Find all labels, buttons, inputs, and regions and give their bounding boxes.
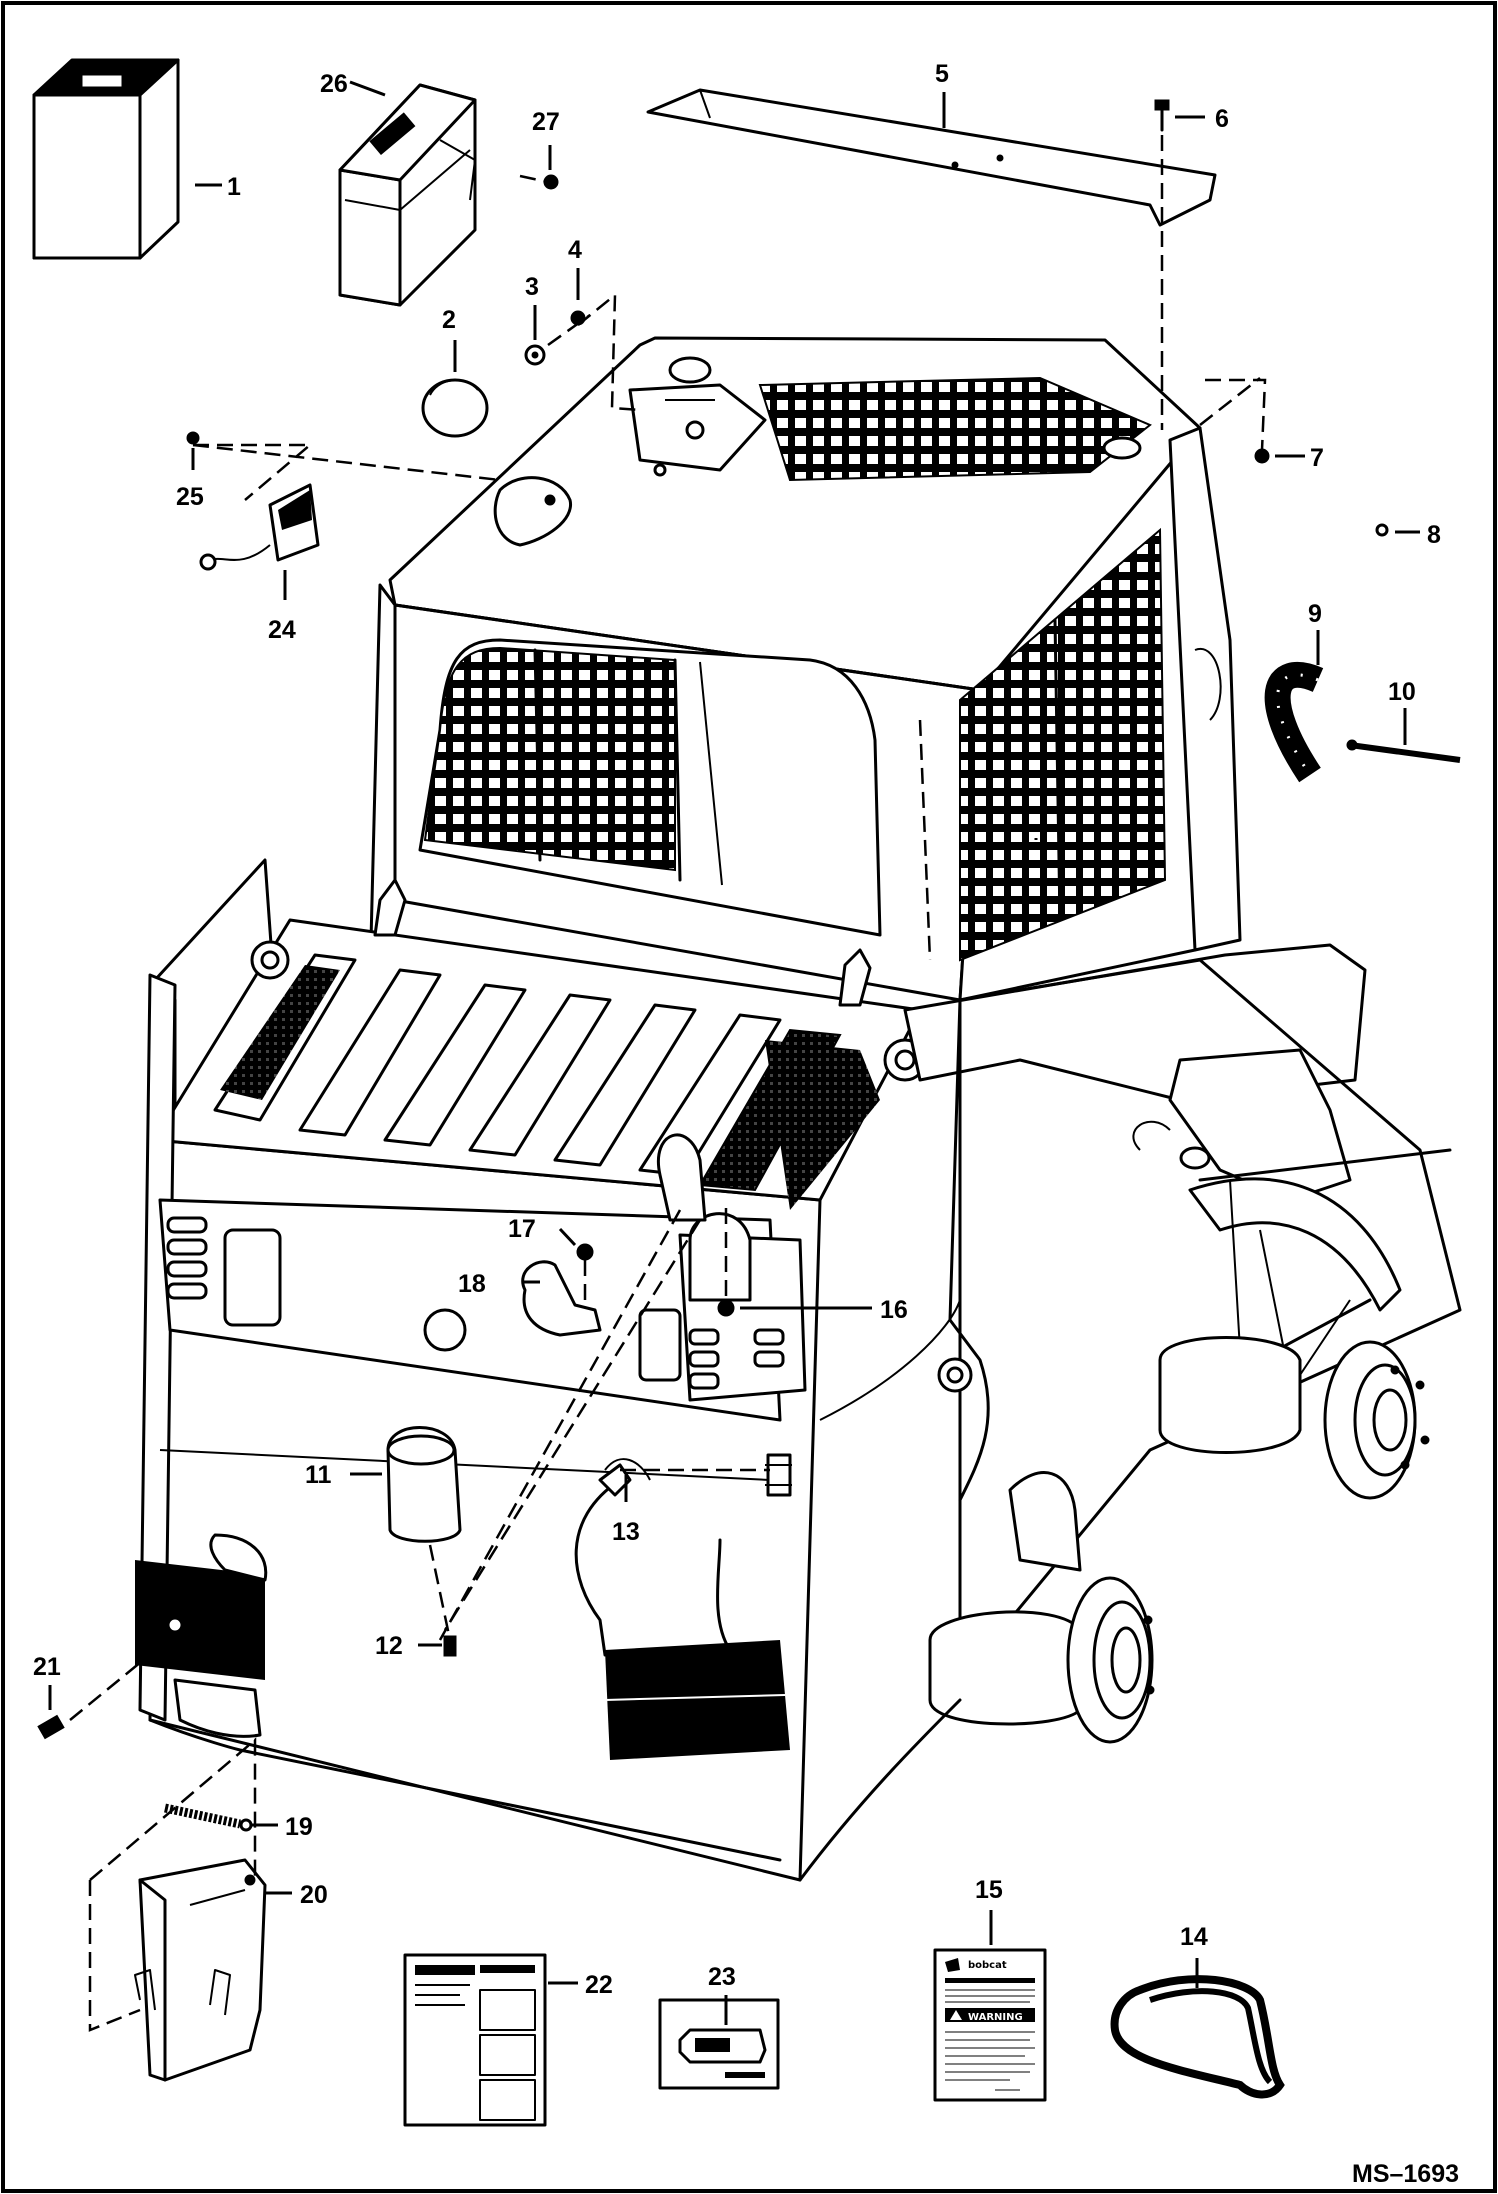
- callout-18: 18: [458, 1270, 486, 1298]
- part-27-screw: [519, 174, 559, 190]
- callout-14: 14: [1180, 1923, 1208, 1951]
- part-2-plug: [421, 378, 489, 438]
- part-8-nut: [1375, 523, 1389, 537]
- callout-22: 22: [585, 1971, 613, 1999]
- part-21-bolt: [37, 1714, 65, 1740]
- part-26-canister: [338, 83, 477, 307]
- callout-7: 7: [1310, 444, 1324, 472]
- axle-hub-upper: [1158, 1336, 1430, 1500]
- callout-8: 8: [1427, 521, 1441, 549]
- part-23-decal: [658, 1998, 780, 2090]
- callout-16: 16: [880, 1296, 908, 1324]
- callout-4: 4: [568, 236, 582, 264]
- callout-27: 27: [532, 108, 560, 136]
- lift-arm-axles: [798, 943, 1462, 1882]
- callout-19: 19: [285, 1813, 313, 1841]
- callout-3: 3: [525, 273, 539, 301]
- part-12-bolt: [443, 1635, 457, 1657]
- callout-15: 15: [975, 1876, 1003, 1904]
- part-19-spring: [164, 1803, 253, 1832]
- part-6-bolt: [1154, 99, 1170, 132]
- callout-20: 20: [300, 1881, 328, 1909]
- part-11-cover: [386, 1426, 462, 1543]
- callout-23: 23: [708, 1963, 736, 1991]
- part-24-light: [199, 483, 320, 571]
- part-1-battery-box: [32, 58, 180, 260]
- callout-10: 10: [1388, 678, 1416, 706]
- callout-5: 5: [935, 60, 949, 88]
- part-18-bracket: [521, 1260, 602, 1337]
- decal-15-brand: bobcat: [968, 1960, 1007, 1971]
- figure-reference: MS–1693: [1352, 2160, 1459, 2188]
- callout-6: 6: [1215, 105, 1229, 133]
- callout-1: 1: [227, 173, 241, 201]
- callout-17: 17: [508, 1215, 536, 1243]
- axle-hub-lower: [928, 1576, 1155, 1744]
- part-3-washer: [524, 344, 546, 366]
- callout-26: 26: [320, 70, 348, 98]
- callout-12: 12: [375, 1632, 403, 1660]
- part-20-guard: [134, 1858, 267, 2082]
- callout-21: 21: [33, 1653, 61, 1681]
- callout-25: 25: [176, 483, 204, 511]
- callout-24: 24: [268, 616, 296, 644]
- callout-labels: 1 2 3 4 5 6 7 8 9 10 11 12 13 14 15 16 1…: [33, 60, 1441, 1999]
- part-5-bracket: [646, 88, 1217, 227]
- right-instrument-cluster: [638, 1212, 807, 1402]
- callout-13: 13: [612, 1518, 640, 1546]
- callout-11: 11: [305, 1461, 332, 1489]
- part-25-grommet: [186, 431, 200, 445]
- leader-lines: [48, 80, 1420, 2025]
- part-22-manual: [403, 1953, 547, 2127]
- part-14-seal: [1110, 1975, 1285, 2099]
- part-9-hose: [1264, 662, 1324, 783]
- callout-9: 9: [1308, 600, 1322, 628]
- callout-2: 2: [442, 306, 456, 334]
- assembly-dash-lines: [69, 135, 1267, 2032]
- left-instrument-cluster: [166, 1216, 282, 1327]
- part-15-warning-decal: bobcat WARNING: [933, 1948, 1047, 2102]
- chassis-frame: [37, 858, 927, 1882]
- part-17-nut: [576, 1243, 594, 1261]
- part-7-nut: [1254, 448, 1270, 464]
- part-10-rod: [1346, 739, 1461, 763]
- decal-15-warning: WARNING: [968, 2012, 1023, 2023]
- part-13-clamp: [598, 1453, 792, 1497]
- cab-rops: [368, 336, 1242, 1002]
